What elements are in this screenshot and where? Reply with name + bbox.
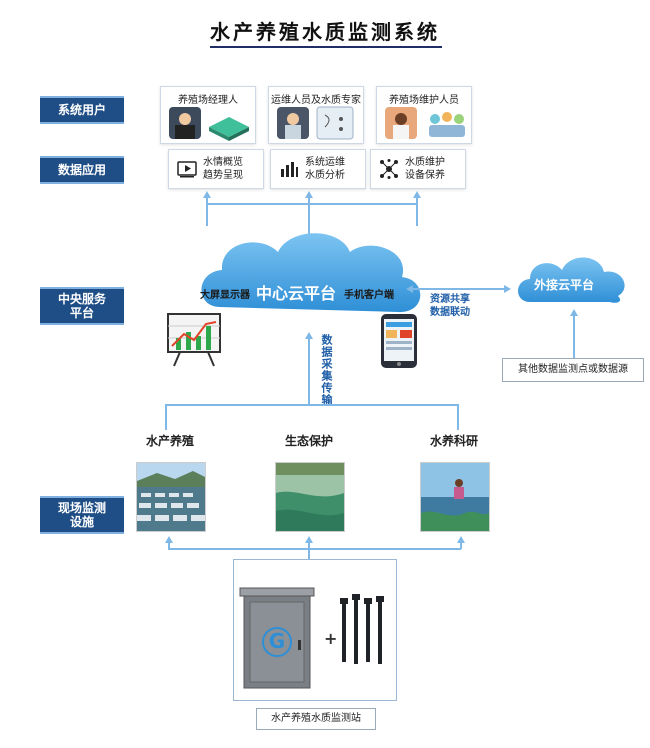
manager-illustration [169, 107, 249, 141]
arrow-up-icon [305, 332, 313, 339]
station-connector-left [168, 541, 170, 549]
user-card-maintenance: 养殖场维护人员 [376, 86, 472, 144]
svg-text:G: G [269, 629, 285, 653]
field-connector-right [457, 404, 459, 430]
station-connector-center [308, 541, 310, 559]
share-label: 资源共享 数据联动 [430, 293, 470, 319]
avatar-suit [175, 125, 195, 139]
maintenance-illustration [385, 107, 465, 139]
user-label: 养殖场维护人员 [389, 95, 459, 106]
title-underline [210, 46, 442, 48]
avatar-head [395, 113, 407, 125]
page-title: 水产养殖水质监测系统 [210, 20, 440, 44]
station-label: 水产养殖水质监测站 [256, 708, 376, 730]
arrow-right-icon [504, 285, 511, 293]
phone-icon [381, 314, 417, 368]
bar-chart-icon [281, 162, 298, 177]
app-connector-horizontal [206, 203, 417, 205]
app-line1: 系统运维 [305, 157, 345, 168]
section-label-central: 中央服务 平台 [40, 287, 124, 325]
big-screen-icon [167, 313, 221, 367]
monitoring-station-illustration: G + [239, 587, 384, 689]
monitoring-station-frame: G + [233, 559, 397, 701]
arrow-up-icon [457, 536, 465, 543]
avatar-shirt [393, 125, 409, 139]
cloud-right-label: 手机客户端 [344, 290, 394, 301]
app-card-overview: 水情概览趋势呈现 [168, 149, 264, 189]
transfer-connector [308, 338, 310, 404]
app-card-maintenance: 水质维护设备保养 [370, 149, 466, 189]
app-card-analysis: 系统运维水质分析 [270, 149, 366, 189]
team-member-icon [454, 114, 464, 124]
whiteboard-icon [316, 106, 354, 140]
share-line1: 资源共享 [430, 294, 470, 305]
arrow-up-icon [305, 536, 313, 543]
svg-text:+: + [324, 629, 337, 648]
app-line1: 水质维护 [405, 157, 445, 168]
app-connector-left [206, 196, 208, 226]
arrow-up-icon [165, 536, 173, 543]
user-card-expert: 运维人员及水质专家 [268, 86, 364, 144]
team-member-icon [442, 112, 452, 122]
central-cloud [201, 233, 421, 313]
app-line2: 趋势呈现 [203, 170, 243, 181]
field-label-ecology: 生态保护 [284, 434, 333, 448]
ecology-photo [275, 462, 345, 532]
app-connector-right [416, 196, 418, 226]
field-connector-left [165, 404, 167, 430]
research-photo [420, 462, 490, 532]
cloud-center-label: 中心云平台 [256, 284, 337, 303]
field-label-aquaculture: 水产养殖 [145, 434, 194, 448]
share-connector [412, 288, 506, 290]
arrow-up-icon [413, 191, 421, 198]
arrow-up-icon [203, 191, 211, 198]
other-source-connector [573, 314, 575, 358]
external-cloud [518, 257, 625, 303]
team-member-icon [430, 114, 440, 124]
section-label-apps: 数据应用 [40, 156, 124, 184]
avatar-head [287, 113, 299, 125]
aquaculture-photo [136, 462, 206, 532]
section-label-users: 系统用户 [40, 96, 124, 124]
app-line1: 水情概览 [203, 157, 243, 168]
user-card-manager: 养殖场经理人 [160, 86, 256, 144]
app-line2: 水质分析 [305, 170, 345, 181]
app-line2: 设备保养 [405, 170, 445, 181]
cloud-left-label: 大屏显示器 [200, 290, 250, 301]
share-line2: 数据联动 [430, 307, 470, 318]
expert-illustration [277, 106, 354, 140]
other-source-box: 其他数据监测点或数据源 [502, 358, 644, 382]
app-connector-center [308, 196, 310, 254]
user-label: 运维人员及水质专家 [271, 95, 361, 106]
user-label: 养殖场经理人 [178, 95, 238, 106]
arrow-up-icon [570, 309, 578, 316]
transfer-label: 数据采集传输 [320, 334, 333, 406]
network-icon [380, 159, 398, 179]
avatar-head [179, 113, 191, 125]
field-connector-horizontal [165, 404, 458, 406]
section-label-field: 现场监测 设施 [40, 496, 124, 534]
station-connector-right [460, 541, 462, 549]
external-cloud-label: 外接云平台 [534, 278, 595, 292]
video-icon [177, 161, 197, 178]
avatar-coat [285, 125, 301, 139]
arrow-up-icon [305, 191, 313, 198]
station-connector-horizontal [168, 548, 461, 550]
arrow-left-icon [406, 285, 413, 293]
field-label-research: 水养科研 [429, 434, 478, 448]
